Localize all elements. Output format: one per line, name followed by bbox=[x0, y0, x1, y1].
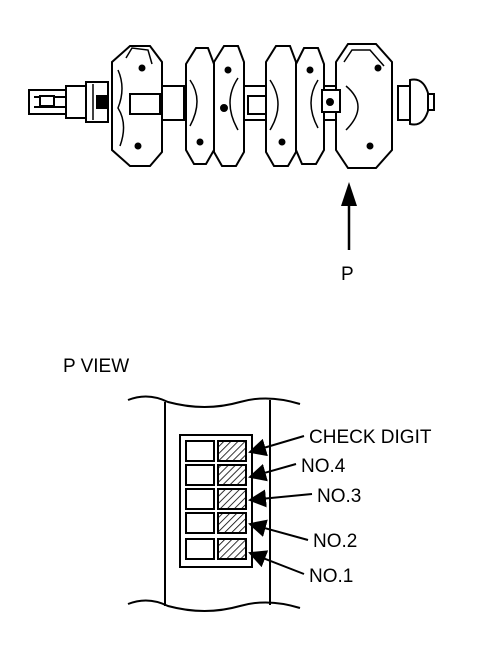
shaft-section bbox=[127, 395, 301, 612]
view-title: P VIEW bbox=[63, 356, 129, 377]
id-code-grid bbox=[179, 434, 253, 568]
code-cell-no2 bbox=[185, 512, 247, 534]
code-cell-no4 bbox=[185, 464, 247, 486]
callout-no1: NO.1 bbox=[309, 566, 353, 587]
crankshaft-flange bbox=[409, 78, 435, 126]
code-cell-check-digit bbox=[185, 440, 247, 462]
callout-no4: NO.4 bbox=[301, 456, 346, 477]
crank-pins bbox=[129, 89, 341, 115]
code-cell-no3 bbox=[185, 488, 247, 510]
crankshaft bbox=[28, 43, 435, 169]
crankshaft-snout bbox=[28, 81, 109, 123]
code-cell-no1 bbox=[185, 538, 247, 560]
callout-no2: NO.2 bbox=[313, 531, 357, 552]
view-arrow-p bbox=[341, 182, 357, 250]
callout-check-digit: CHECK DIGIT bbox=[309, 427, 432, 448]
callout-no3: NO.3 bbox=[317, 486, 361, 507]
arrow-label: P bbox=[341, 264, 354, 285]
leader-lines bbox=[248, 435, 313, 575]
